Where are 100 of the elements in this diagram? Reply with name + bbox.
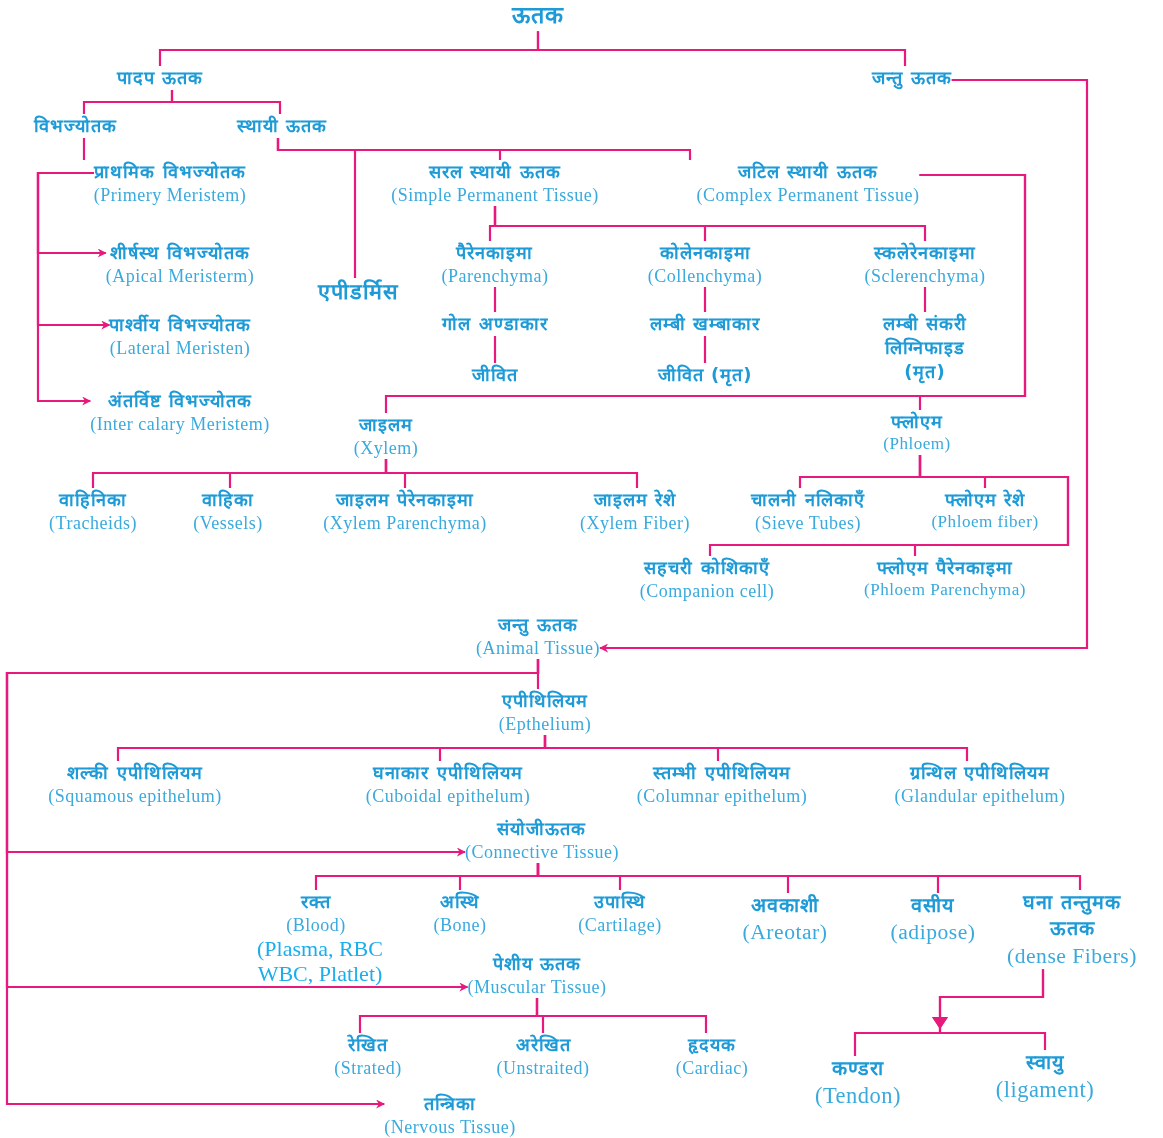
term-label: सहचरी कोशिकाएँ <box>642 556 771 580</box>
term-label: वाहिका <box>200 488 255 512</box>
connector-line <box>384 459 639 488</box>
arrow <box>932 969 1047 1050</box>
translation-label: (Columnar epithelum) <box>636 785 808 807</box>
term-label: अरेखित <box>514 1033 572 1057</box>
translation-label: (Phloem Parenchyma) <box>864 580 1026 601</box>
translation-label: (Primery Meristem) <box>93 184 247 206</box>
translation-label: (Cuboidal epithelum) <box>365 785 531 807</box>
translation-label: (Sieve Tubes) <box>754 512 862 534</box>
term-label: कोलेनकाइमा <box>658 241 752 265</box>
connector-line <box>493 287 497 312</box>
translation-label: (Bone) <box>433 914 487 936</box>
term-label: एपीडर्मिस <box>317 278 399 306</box>
term-label: स्कलेरेनकाइमा <box>872 241 977 265</box>
translation-label: (adipose) <box>890 919 976 946</box>
term-label: लम्बी खम्बाकार <box>649 312 761 336</box>
connector-line <box>170 90 282 114</box>
translation-label: (Areotar) <box>742 919 828 946</box>
translation-label: (Apical Meristerm) <box>105 265 255 287</box>
connector-line <box>493 336 497 363</box>
translation-label: (dense Fibers) <box>1006 942 1138 970</box>
term-label: स्वायु <box>1024 1050 1065 1077</box>
term-label: प्राथमिक विभज्योतक <box>93 160 247 184</box>
translation-label: (Complex Permanent Tissue) <box>696 184 920 206</box>
term-label: शल्की एपीथिलियम <box>66 761 204 785</box>
connector-line <box>703 287 707 312</box>
connector-line <box>535 998 708 1033</box>
translation-label: (Parenchyma) <box>441 265 549 287</box>
term-label: विभज्योतक <box>33 114 117 138</box>
translation-label: (ligament) <box>995 1076 1095 1104</box>
term-label: शीर्षस्थ विभज्योतक <box>108 241 252 265</box>
translation-label: (Phloem fiber) <box>931 512 1039 533</box>
translation-label: (Companion cell) <box>639 580 775 602</box>
translation-label: (Glandular epithelum) <box>894 785 1066 807</box>
term-label: जटिल स्थायी ऊतक <box>736 160 879 184</box>
term-label: घना तन्तुमक ऊतक <box>1021 890 1122 943</box>
translation-label: (Squamous epithelum) <box>48 785 222 807</box>
connector-line <box>493 206 927 241</box>
term-label: पैरेनकाइमा <box>454 241 535 265</box>
term-label: कण्डरा <box>830 1056 885 1082</box>
translation-label: (Sclerenchyma) <box>864 265 986 287</box>
arrow <box>599 78 1089 653</box>
translation-label: (Lateral Meristen) <box>109 337 251 359</box>
term-label: जन्तु ऊतक <box>496 613 579 637</box>
term-label: फ्लोएम <box>889 410 944 434</box>
translation-label: (Connective Tissue) <box>465 841 619 863</box>
arrow <box>36 171 94 406</box>
connector-line <box>536 863 1082 890</box>
connector-line <box>923 287 927 312</box>
connector-line <box>543 735 969 761</box>
term-label: अवकाशी <box>750 893 820 919</box>
term-label: जीवित (मृत) <box>657 363 753 387</box>
term-label: पार्श्वीय विभज्योतक <box>109 313 251 337</box>
note-text: (Plasma, RBC WBC, Platlet) <box>256 936 384 986</box>
arrow <box>5 659 540 1109</box>
translation-label: (Cartilage) <box>578 914 662 936</box>
term-label: रेखित <box>346 1033 389 1057</box>
translation-label: (Tracheids) <box>49 512 137 534</box>
connector-line <box>703 336 707 363</box>
term-label: गोल अण्डाकार <box>442 312 548 336</box>
term-label: स्तम्भी एपीथिलियम <box>651 761 792 785</box>
term-label: जाइलम <box>357 413 414 437</box>
connector-line <box>913 454 1070 556</box>
term-label: अंतर्विष्ट विभज्योतक <box>106 389 254 413</box>
translation-label: (Blood) <box>286 914 346 936</box>
term-label: जाइलम पेरेनकाइमा <box>334 488 476 512</box>
term-label: उपास्थि <box>592 890 647 914</box>
translation-label: (Collenchyma) <box>647 265 763 287</box>
translation-label: (Xylem Fiber) <box>580 512 690 534</box>
term-label: स्थायी ऊतक <box>236 114 328 138</box>
translation-label: (Simple Permanent Tissue) <box>391 184 599 206</box>
term-label: फ्लोएम रेशे <box>943 488 1027 512</box>
term-label: फ्लोएम पैरेनकाइमा <box>875 556 1015 580</box>
term-label: लम्बी संकरी लिग्निफाइड (मृत) <box>881 312 969 384</box>
term-label: रक्त <box>299 890 332 914</box>
term-label: अस्थि <box>439 890 481 914</box>
translation-label: (Animal Tissue) <box>476 637 600 659</box>
term-label: हृदयक <box>686 1033 737 1057</box>
term-label: ऊतक <box>512 0 564 31</box>
connector-line <box>276 138 692 160</box>
term-label: घनाकार एपीथिलियम <box>371 761 524 785</box>
translation-label: (Strated) <box>334 1057 402 1079</box>
term-label: पादप ऊतक <box>116 66 204 90</box>
translation-label: (Muscular Tissue) <box>467 976 607 998</box>
term-label: वसीय <box>909 893 956 919</box>
term-label: वाहिनिका <box>57 488 128 512</box>
term-label: जन्तु ऊतक <box>872 66 952 90</box>
connector-line <box>536 31 907 66</box>
term-label: जीवित <box>472 363 518 387</box>
term-label: जाइलम रेशे <box>592 488 678 512</box>
term-label: संयोजीऊतक <box>495 817 588 841</box>
translation-label: (Phloem) <box>883 434 951 455</box>
translation-label: (Tendon) <box>814 1082 902 1110</box>
connector-line <box>918 173 1027 410</box>
term-label: चालनी नलिकाएँ <box>751 488 865 512</box>
translation-label: (Inter calary Meristem) <box>90 413 270 435</box>
term-label: तन्त्रिका <box>422 1092 477 1116</box>
translation-label: (Epthelium) <box>498 713 592 735</box>
term-label: एपीथिलियम <box>500 689 589 713</box>
